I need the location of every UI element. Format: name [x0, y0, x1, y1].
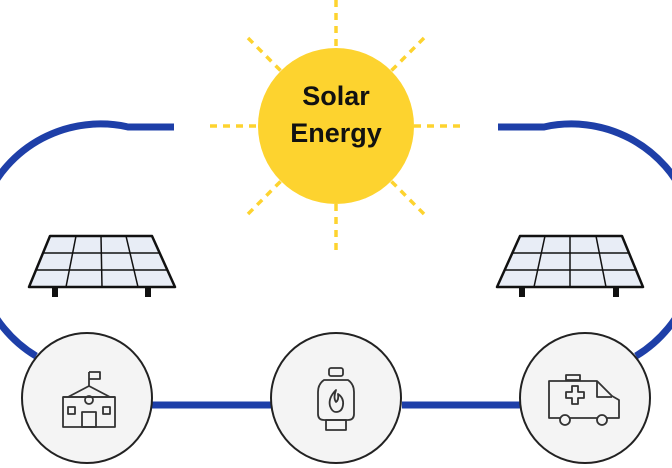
connector-left-arc	[0, 120, 174, 359]
gas-cylinder-node	[270, 332, 402, 464]
sun-label-line1: Solar	[302, 81, 370, 111]
school-node	[21, 332, 153, 464]
sun-label: Solar Energy	[258, 78, 414, 152]
sun-circle	[258, 48, 414, 204]
right-solar-panel-icon	[495, 234, 645, 297]
school-icon	[62, 371, 116, 428]
sun-rays	[210, 0, 462, 252]
left-solar-panel-icon	[27, 234, 177, 297]
connector-lines	[0, 120, 672, 409]
sun-label-line2: Energy	[290, 118, 382, 148]
connector-right-arc	[498, 120, 672, 359]
ambulance-node	[519, 332, 651, 464]
ambulance-icon	[548, 374, 620, 426]
gas-cylinder-flame-icon	[317, 367, 355, 431]
